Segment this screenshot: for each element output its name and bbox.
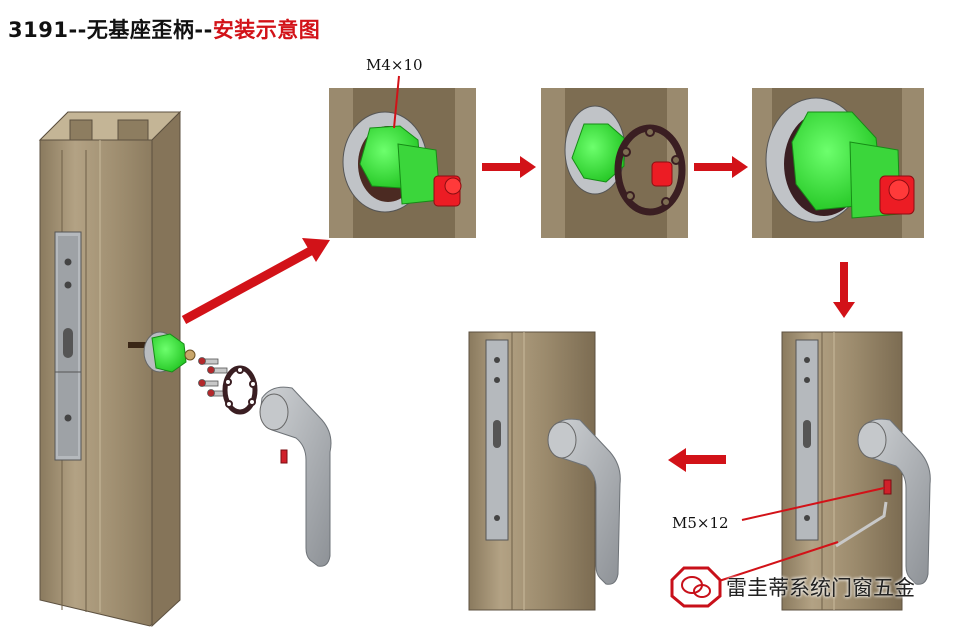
final-assembly [468,331,621,611]
arrow-to-step1 [181,238,330,324]
arrow-step2-step3 [694,156,748,178]
screws [198,357,228,397]
label-m5x12: M5×12 [672,514,729,532]
arrow-left [668,448,726,472]
handle-exploded [259,386,332,567]
wechat-logo-icon [670,566,722,608]
arrow-down [833,262,855,318]
title-model: 3191--无基座歪柄-- [8,18,213,42]
step4-panel [781,331,931,611]
rosette-ring [222,365,258,415]
gear-plate [54,231,82,461]
set-screw [280,449,288,464]
step2-panel [541,88,688,238]
m5-leader-line-1 [741,487,885,521]
step3-panel [752,88,924,238]
exploded-spindle [128,331,196,373]
page-title: 3191--无基座歪柄--安装示意图 [8,14,320,44]
step1-panel [329,88,476,238]
arrow-step1-step2 [482,156,536,178]
m4-leader-line [393,75,400,129]
m5-leader-line-2 [715,541,839,583]
watermark-text: 雷圭蒂系统门窗五金 [726,576,915,600]
label-m4x10: M4×10 [366,56,423,74]
watermark: 雷圭蒂系统门窗五金 [670,566,966,608]
title-diagram-name: 安装示意图 [212,18,321,42]
